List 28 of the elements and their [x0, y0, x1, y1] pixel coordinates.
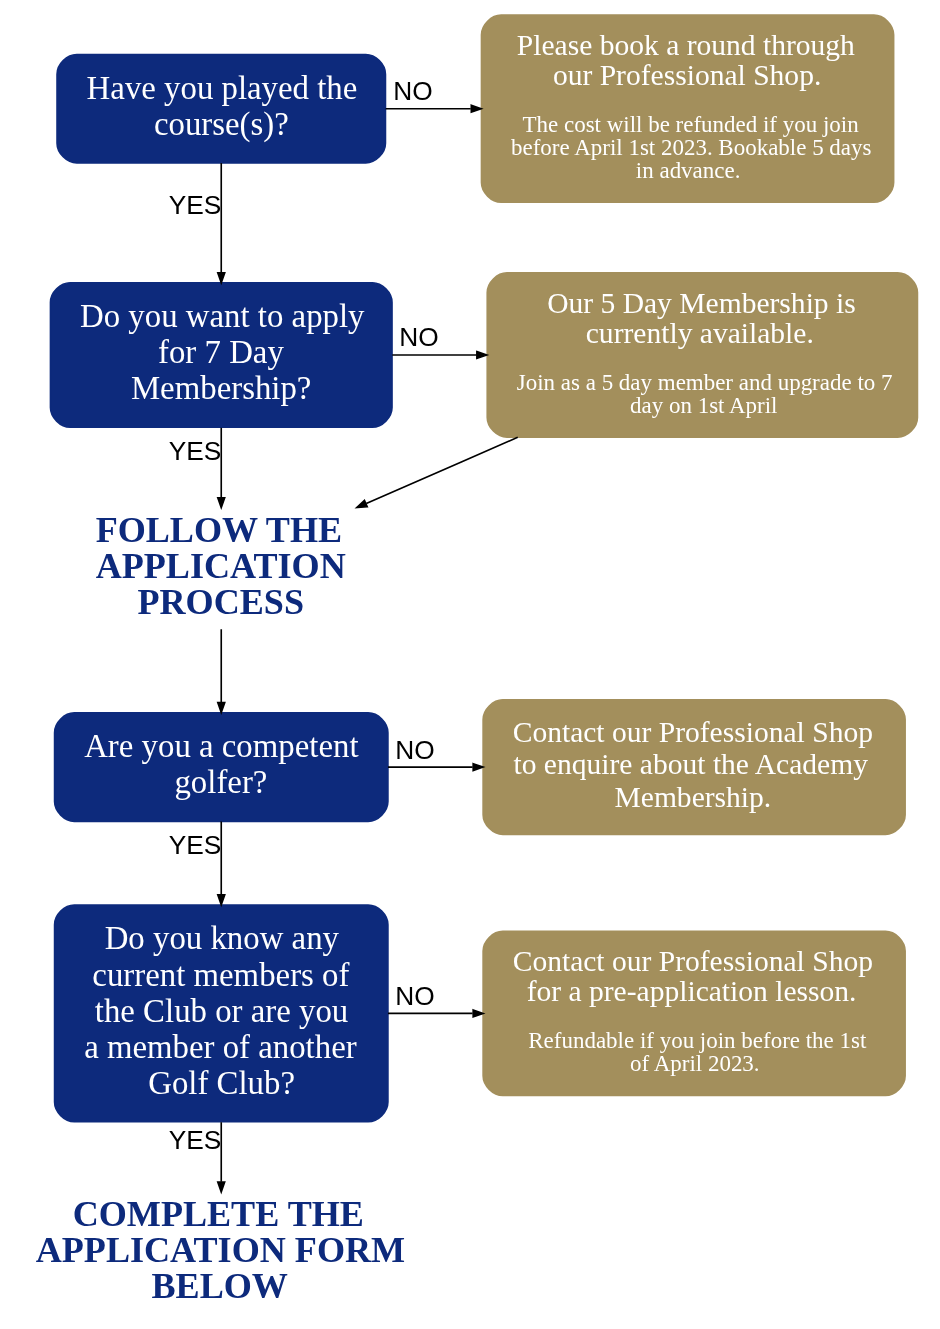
arrow [354, 436, 519, 509]
arrow [216, 820, 226, 908]
edge-label: YES [168, 1124, 222, 1155]
node-box: Have you played the course(s)? [56, 53, 387, 164]
edge-label: YES [168, 830, 222, 861]
edge-label: YES [168, 435, 222, 466]
edge-label: NO [395, 734, 435, 765]
edge-label: YES [168, 190, 222, 221]
arrow [216, 628, 226, 715]
node-box: Our 5 Day Membership is currently available. Join as a 5 day member and upgrade to 7 day on 1st April [486, 272, 919, 438]
node-box: Do you know any current members of the Club or are you a member of another Golf Club? [53, 904, 389, 1123]
node-box: Are you a competent golfer? [53, 712, 389, 823]
node-box: Contact our Professional Shop to enquire about the Academy Membership. [482, 698, 906, 836]
arrow [216, 162, 226, 286]
node-box: Please book a round through our Professional Shop. The cost will be refunded if you join before April 1st 2023. Bookable 5 days in advance. [480, 14, 895, 204]
edge-label: NO [395, 980, 435, 1011]
node-text: FOLLOW THE APPLICATION PROCESS [95, 509, 346, 622]
arrow [216, 1121, 226, 1195]
arrow [387, 1008, 486, 1018]
edge-label: NO [399, 322, 439, 353]
node-box: Do you want to apply for 7 Day Membership? [49, 281, 393, 429]
node-box: Contact our Professional Shop for a pre-application lesson. Refundable if you join before the 1st of April 2023. [482, 930, 906, 1097]
arrow [216, 426, 226, 511]
arrow [384, 104, 484, 114]
edge-label: NO [393, 76, 433, 107]
arrow [387, 762, 486, 772]
node-text: COMPLETE THE APPLICATION FORM BELOW [35, 1194, 406, 1307]
arrow [391, 350, 490, 360]
